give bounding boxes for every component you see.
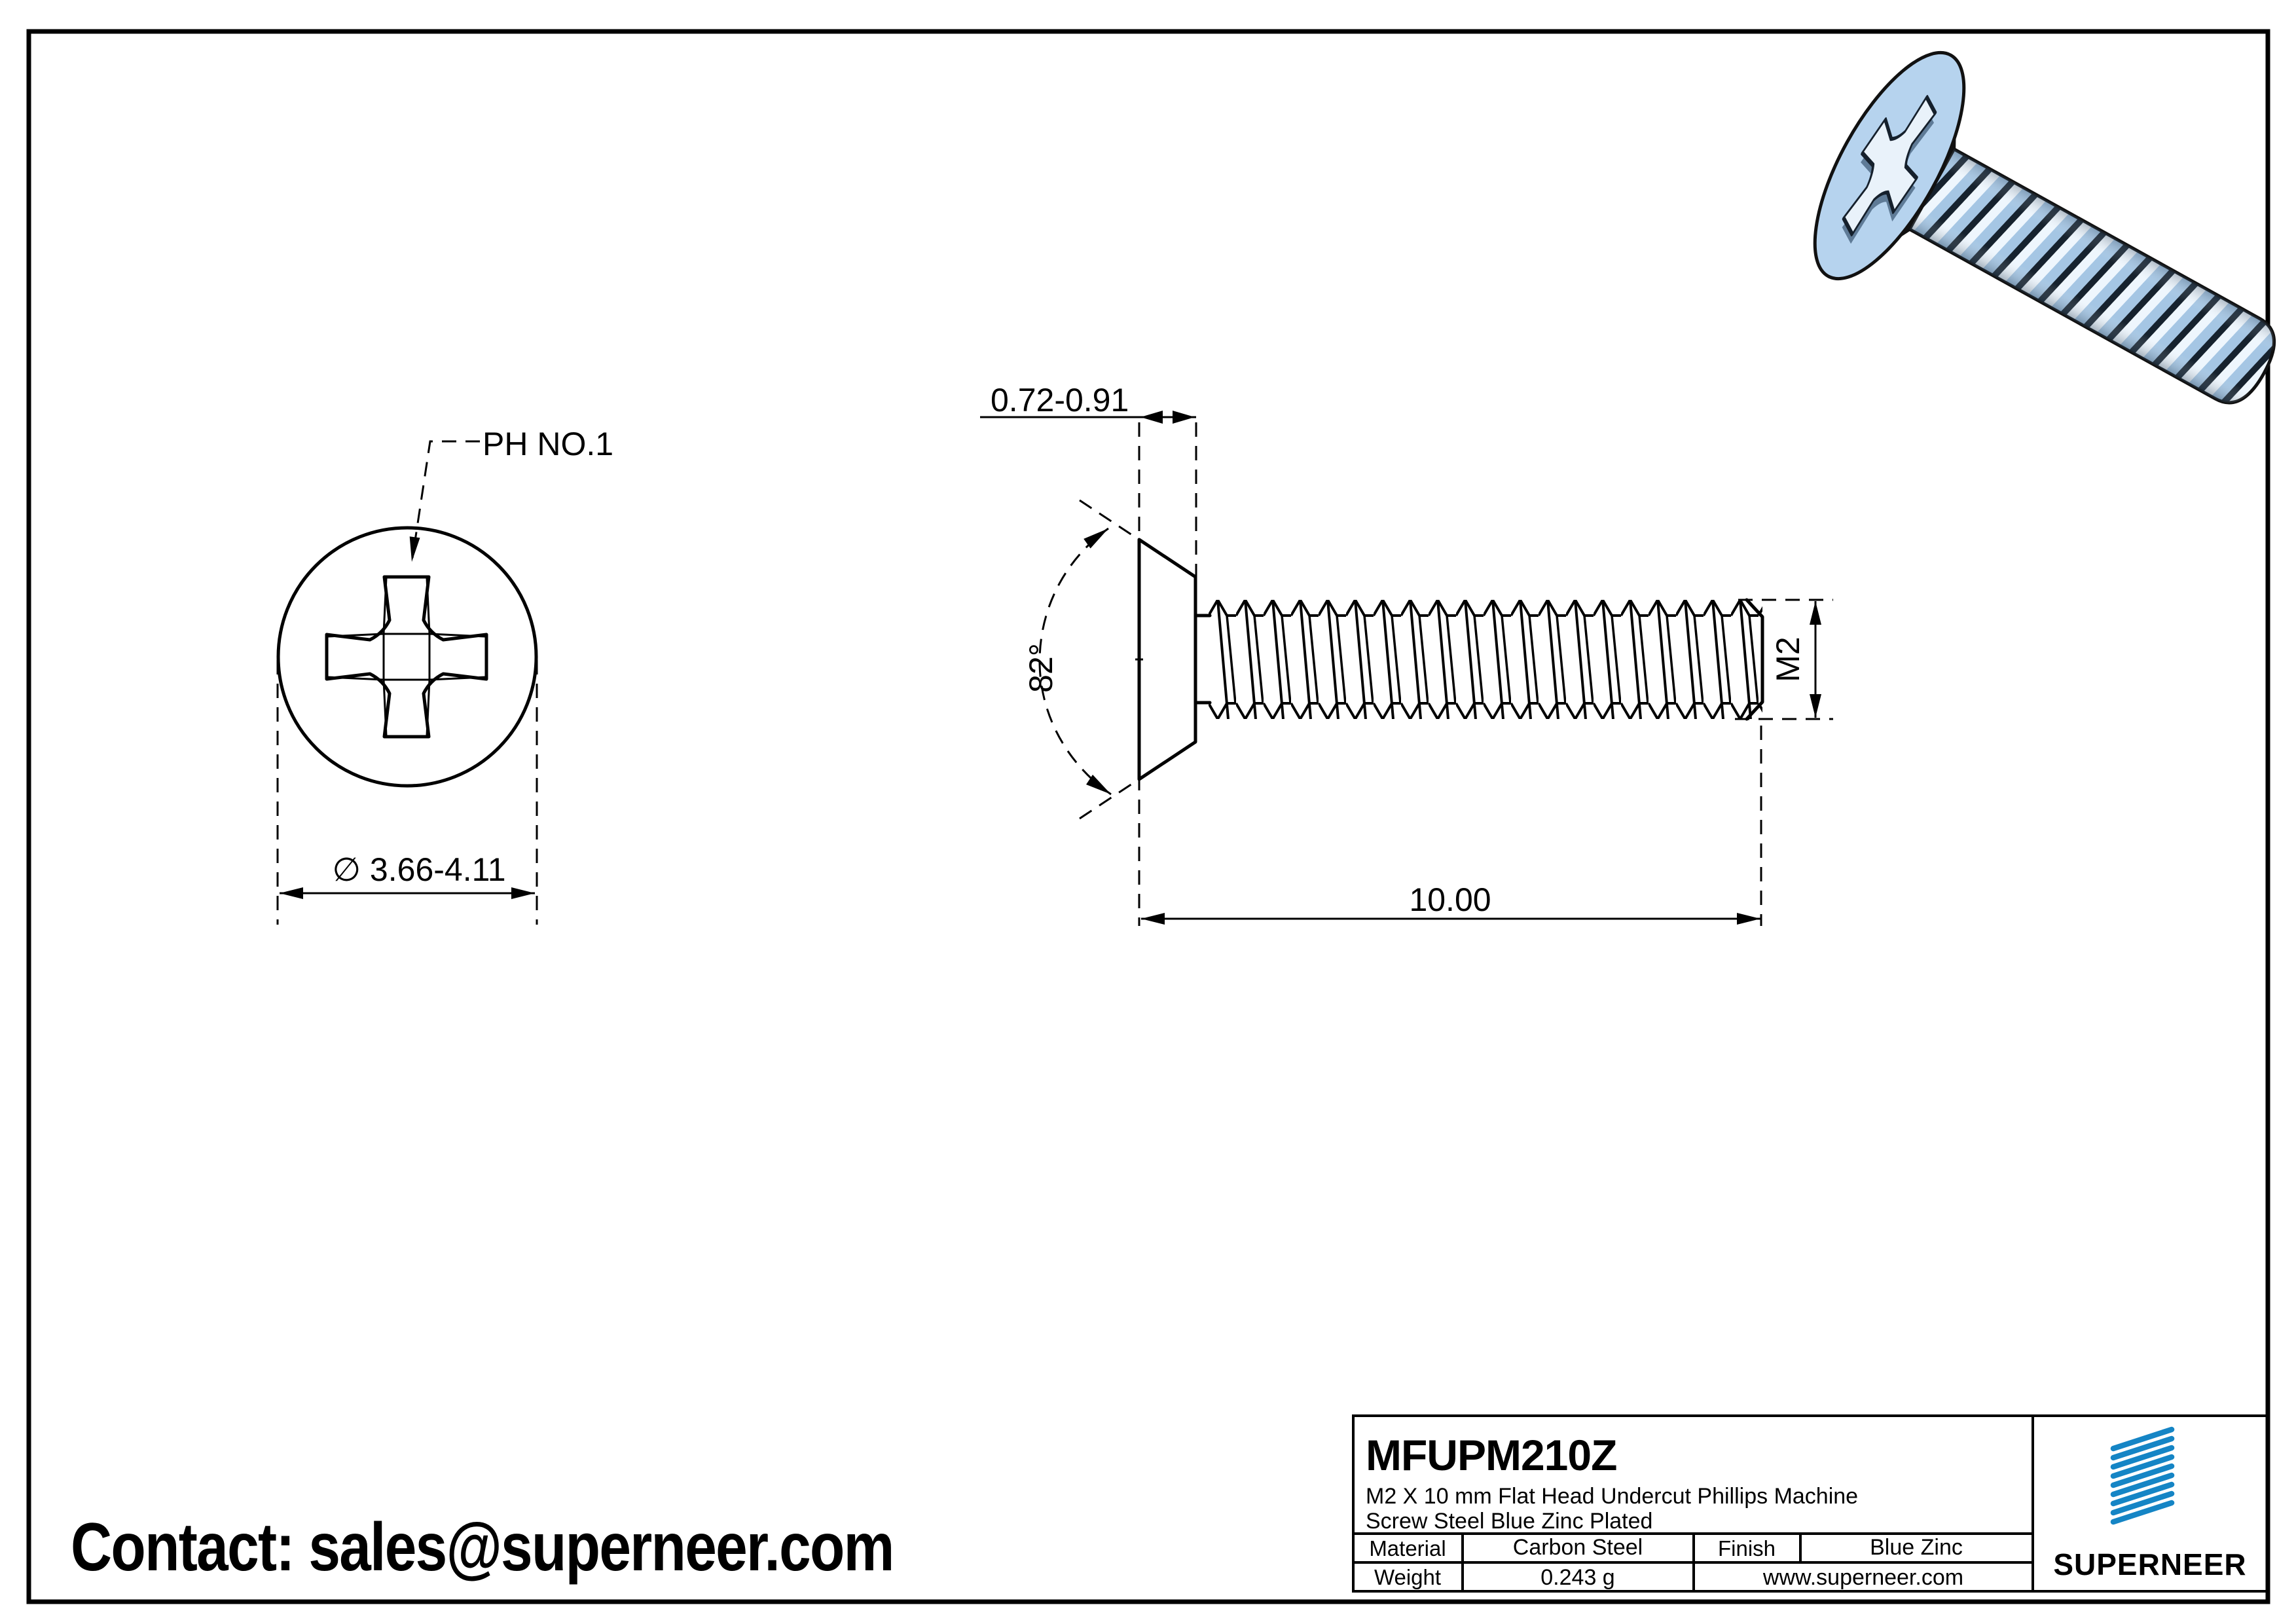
head-outline-circle [276, 526, 538, 788]
contact-line: Contact: sales@superneer.com [71, 1509, 894, 1585]
screw-3d-phillips-recess [1842, 94, 1937, 244]
contact-text: Contact: sales@superneer.com [71, 1509, 894, 1585]
description-line2: Screw Steel Blue Zinc Plated [1366, 1509, 1652, 1534]
side-view: 0.72-0.91 82° M2 10.00 [980, 382, 1833, 926]
angle-extension-bottom [1079, 767, 1156, 820]
description-line1: M2 X 10 mm Flat Head Undercut Phillips M… [1366, 1484, 1858, 1509]
angle-arrowhead-bottom [1086, 775, 1111, 794]
recess-leader-arrowhead [409, 536, 420, 562]
thread-end-face [1745, 598, 1764, 721]
diameter-label: ∅ 3.66-4.11 [332, 851, 505, 888]
angle-extension-top [1079, 499, 1156, 551]
front-view: PH NO.1 ∅ 3.66-4.11 [276, 426, 613, 925]
length-arrowhead-right [1737, 913, 1760, 925]
finish-value: Blue Zinc [1870, 1535, 1963, 1560]
thread-arrowhead-top [1810, 601, 1821, 625]
screw-3d-shaft-shading [1909, 149, 2274, 403]
website-link[interactable]: www.superneer.com [1762, 1565, 1963, 1590]
length-arrowhead-left [1141, 913, 1165, 925]
finish-label: Finish [1718, 1536, 1776, 1560]
superneer-logo-icon [2110, 1426, 2175, 1525]
title-block-outline [1352, 1414, 2269, 1593]
angle-arc [1038, 527, 1112, 796]
recess-label: PH NO.1 [483, 426, 613, 462]
angle-arrowhead-top [1084, 528, 1108, 549]
head-height-arrow-right [1173, 411, 1195, 424]
thread-arrowhead-bottom [1810, 694, 1821, 718]
angle-label: 82° [1023, 643, 1059, 693]
diameter-arrowhead-right [511, 887, 535, 899]
material-label: Material [1369, 1536, 1446, 1560]
page-border [26, 29, 2270, 1604]
head-height-arrow-left [1140, 411, 1163, 424]
head-profile [1137, 538, 1197, 781]
weight-label: Weight [1374, 1565, 1441, 1589]
phillips-recess [325, 575, 488, 739]
recess-leader-line [411, 440, 480, 559]
screw-3d-render [1813, 50, 2276, 405]
title-block: MFUPM210Z M2 X 10 mm Flat Head Undercut … [1352, 1414, 2269, 1593]
brand-name: SUPERNEER [2053, 1547, 2246, 1581]
material-value: Carbon Steel [1513, 1535, 1643, 1560]
diameter-arrowhead-left [280, 887, 303, 899]
head-height-label: 0.72-0.91 [991, 382, 1129, 418]
weight-value: 0.243 g [1540, 1565, 1614, 1590]
thread-zone [1209, 600, 1762, 719]
part-number: MFUPM210Z [1366, 1431, 1616, 1479]
length-label: 10.00 [1409, 881, 1491, 918]
thread-size-label: M2 [1770, 637, 1806, 682]
